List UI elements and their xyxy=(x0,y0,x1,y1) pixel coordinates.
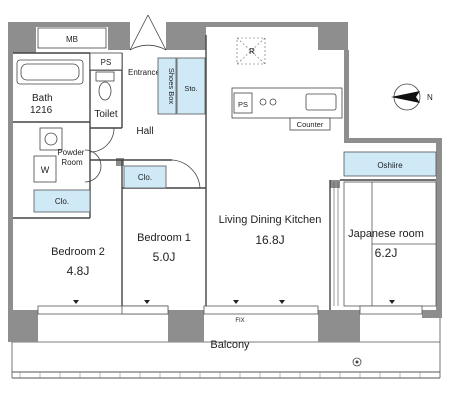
walls xyxy=(8,22,442,342)
powder-label-line1: Powder xyxy=(57,148,84,157)
hall-door xyxy=(89,127,201,189)
sto-label: Sto. xyxy=(184,84,197,93)
entrance-door xyxy=(129,14,167,51)
bedroom1: Bedroom 1 5.0J xyxy=(137,232,191,264)
living-dining-kitchen: Living Dining Kitchen 16.8J xyxy=(219,214,322,247)
hall-label: Hall xyxy=(136,126,153,137)
bath-room: Bath 1216 xyxy=(16,59,84,116)
closet-bedroom1: Clo. xyxy=(123,165,167,189)
shoes-box: Shoes Box xyxy=(157,57,177,115)
toilet-room: Toilet xyxy=(94,71,118,120)
windows xyxy=(37,305,423,315)
ps-top-label: PS xyxy=(101,58,112,67)
kitchen: R PS Counter xyxy=(231,37,343,131)
washer-label: W xyxy=(41,165,50,175)
sink-icon xyxy=(305,93,337,111)
japanese-room-size: 6.2J xyxy=(375,246,398,260)
drain-icon xyxy=(352,357,362,367)
japanese-room xyxy=(333,181,437,307)
north-arrow-icon: N xyxy=(391,83,433,111)
counter-label: Counter xyxy=(297,120,324,129)
closet-bedroom2: Clo. xyxy=(33,189,91,213)
compass-label: N xyxy=(427,93,433,102)
clo-bedroom1-label: Clo. xyxy=(138,173,152,182)
stove-icon xyxy=(259,98,277,106)
fix-label: FIX xyxy=(235,318,244,324)
ldk-label: Living Dining Kitchen xyxy=(219,214,322,226)
ps-top: PS xyxy=(89,52,123,71)
oshiire-label: Oshiire xyxy=(377,161,403,170)
powder-room: Powder Room W xyxy=(33,127,86,183)
balcony-label: Balcony xyxy=(210,339,250,351)
sto-box: Sto. xyxy=(176,57,206,115)
powder-label-line2: Room xyxy=(61,158,83,167)
r-label: R xyxy=(249,47,255,56)
bedroom1-size: 5.0J xyxy=(153,250,176,264)
ps-kitchen-label: PS xyxy=(238,100,248,109)
clo-bedroom2-label: Clo. xyxy=(55,197,69,206)
bedroom2-label: Bedroom 2 xyxy=(51,246,105,258)
entrance-label: Entrance xyxy=(128,68,161,77)
balcony xyxy=(11,316,441,379)
bath-label: Bath xyxy=(32,93,53,104)
toilet-label: Toilet xyxy=(94,109,118,120)
powder-room-label: Powder Room xyxy=(57,148,86,167)
ldk-size: 16.8J xyxy=(255,233,284,247)
japanese-room-label: Japanese room xyxy=(348,228,424,240)
bedroom1-label: Bedroom 1 xyxy=(137,232,191,244)
bedroom2: Bedroom 2 4.8J xyxy=(51,246,105,278)
window-marker-icons xyxy=(73,300,395,304)
bath-size: 1216 xyxy=(30,105,53,116)
mb-label: MB xyxy=(66,35,78,44)
shoes-box-label: Shoes Box xyxy=(167,68,176,105)
bedroom2-size: 4.8J xyxy=(67,264,90,278)
oshiire: Oshiire xyxy=(343,151,437,177)
powder-door xyxy=(84,149,102,183)
mb-box: MB xyxy=(37,27,107,49)
balcony-railing xyxy=(19,372,421,378)
